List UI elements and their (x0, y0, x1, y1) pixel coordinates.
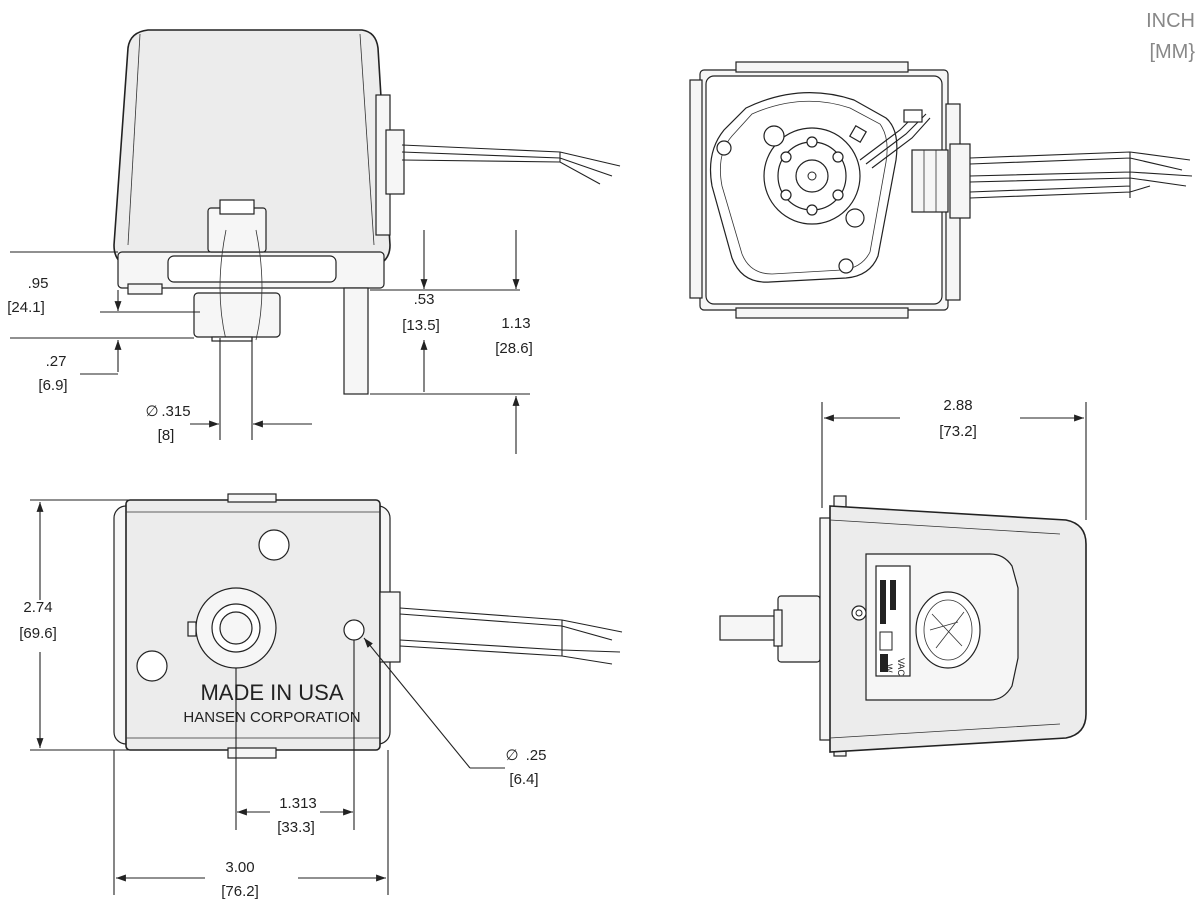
side-wire-grommet (385, 129, 405, 195)
dim-027-mm: [6.9] (38, 377, 67, 394)
dim-113-mm: [28.6] (495, 340, 533, 357)
side-view: .95 [24.1] .27 [6.9] .53 [13.5] 1.13 [28… (7, 29, 621, 454)
dim-300-in: 3.00 (225, 859, 254, 876)
dim-1313-mm: [33.3] (277, 819, 315, 836)
side-wires (401, 144, 621, 185)
dim-053-mm: [13.5] (402, 317, 440, 334)
end-label-vac: VAC (896, 658, 906, 676)
top-wires (969, 151, 1193, 199)
dim-288-mm: [73.2] (939, 423, 977, 440)
dim-hole-mm: [6.4] (509, 771, 538, 788)
end-label-w: W (884, 664, 894, 673)
top-view (689, 61, 1193, 319)
side-slot (167, 255, 337, 283)
dim-1313-in: 1.313 (279, 795, 317, 812)
dim-hole-in: .25 (526, 747, 547, 764)
side-clamp-top (207, 207, 267, 253)
side-mount-post (343, 287, 369, 395)
dim-027-in: .27 (46, 353, 67, 370)
label-hansen: HANSEN CORPORATION (183, 709, 360, 726)
end-shaft (719, 615, 781, 641)
dim-274-in: 2.74 (23, 599, 52, 616)
top-screw-1 (716, 140, 732, 156)
dim-053-in: .53 (414, 291, 435, 308)
bottom-wires (399, 607, 623, 665)
top-strain-relief (911, 149, 949, 213)
dim-288-in: 2.88 (943, 397, 972, 414)
dim-hole-symbol: ∅ (505, 747, 518, 764)
label-made-in-usa: MADE IN USA (200, 680, 343, 705)
end-view: VAC W 2.88 [73.2] (719, 397, 1087, 757)
unit-mm: [MM} (1149, 41, 1195, 63)
top-screw-2 (838, 258, 854, 274)
units-legend: INCH [MM} (1146, 10, 1195, 63)
end-ul-logo (915, 591, 981, 669)
dim-300-mm: [76.2] (221, 883, 259, 900)
dim-095-in: .95 (28, 275, 49, 292)
dim-095-mm: [24.1] (7, 299, 45, 316)
bottom-hole-2 (136, 650, 168, 682)
bottom-hole-small (343, 619, 365, 641)
dim-shaft-mm: [8] (158, 427, 175, 444)
bottom-view: MADE IN USA HANSEN CORPORATION 2.74 [69.… (19, 493, 623, 900)
dim-shaft-in: .315 (161, 403, 190, 420)
end-coupler (777, 595, 821, 663)
bottom-wire-grommet (379, 591, 401, 663)
top-bolt-holes (780, 136, 844, 216)
unit-inch: INCH (1146, 10, 1195, 32)
side-coupler (193, 292, 281, 338)
dim-113-in: 1.13 (501, 315, 530, 332)
bottom-hole-1 (258, 529, 290, 561)
dim-shaft-symbol: ∅ (145, 403, 158, 420)
bottom-shaft (219, 611, 253, 645)
dim-274-mm: [69.6] (19, 625, 57, 642)
